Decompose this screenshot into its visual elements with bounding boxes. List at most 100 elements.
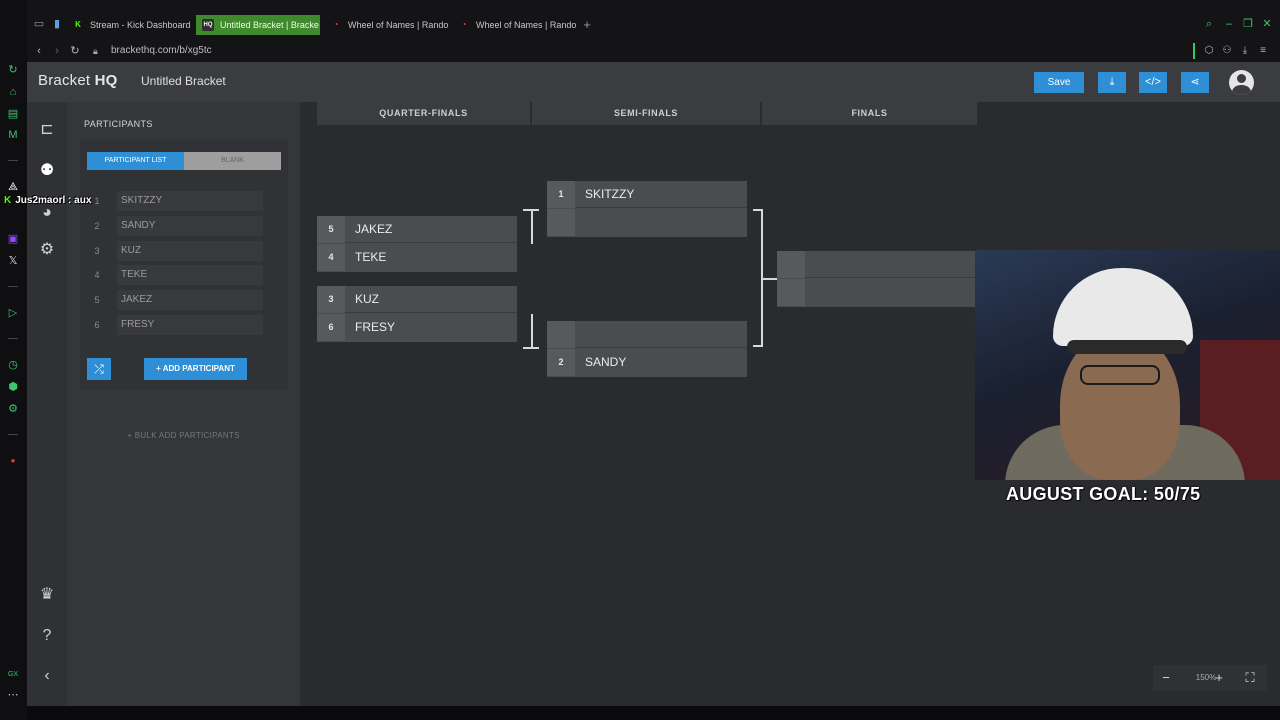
participant-name: TEKE bbox=[355, 250, 387, 264]
theme-palette-icon[interactable]: ◕ bbox=[42, 204, 52, 221]
participant-name: SKITZZY bbox=[585, 187, 635, 201]
reload-icon[interactable]: ↻ bbox=[70, 45, 80, 57]
zoom-level: 150% bbox=[1195, 673, 1217, 682]
close-icon[interactable]: ✕ bbox=[1262, 18, 1272, 30]
bulk-add-link[interactable]: + BULK ADD PARTICIPANTS bbox=[127, 431, 240, 440]
tab-label: Wheel of Names | Rando bbox=[348, 20, 448, 30]
match-slot[interactable]: 5 JAKEZ bbox=[317, 216, 517, 243]
participant-name-input[interactable]: FRESY bbox=[117, 315, 263, 335]
seed-number bbox=[777, 251, 805, 278]
zoom-out-button[interactable]: − bbox=[1162, 670, 1170, 685]
gx-m-icon[interactable]: M bbox=[8, 129, 18, 141]
help-icon[interactable]: ? bbox=[42, 627, 52, 644]
list-item: 3 KUZ bbox=[89, 241, 264, 261]
back-icon[interactable]: ‹ bbox=[37, 45, 41, 57]
participant-name-input[interactable]: KUZ bbox=[117, 241, 263, 261]
divider bbox=[8, 160, 18, 161]
participant-name-input[interactable]: SKITZZY bbox=[117, 191, 263, 211]
brand-logo[interactable]: Bracket HQ bbox=[38, 72, 118, 89]
kick-icon: K bbox=[4, 195, 12, 206]
participant-name-input[interactable]: SANDY bbox=[117, 216, 263, 236]
fullscreen-icon[interactable]: ⛶ bbox=[1245, 670, 1255, 685]
workspace-icon[interactable]: ▭ bbox=[33, 18, 45, 30]
x-twitter-icon[interactable]: 𝕏 bbox=[8, 255, 18, 267]
download-icon[interactable]: ⤓ bbox=[1242, 45, 1248, 56]
bracket-canvas[interactable]: QUARTER-FINALS SEMI-FINALS FINALS 5 JAKE… bbox=[300, 102, 1280, 706]
tab-participant-list[interactable]: PARTICIPANT LIST bbox=[87, 152, 184, 170]
save-button[interactable]: Save bbox=[1034, 72, 1084, 93]
extensions-icon[interactable]: ⬡ bbox=[1204, 45, 1214, 56]
tab-label: Untitled Bracket | Bracke bbox=[220, 20, 319, 30]
tab-label: Stream - Kick Dashboard bbox=[90, 20, 191, 30]
aria-icon[interactable]: ⟁ bbox=[8, 181, 18, 193]
collapse-icon[interactable]: ‹ bbox=[44, 667, 50, 684]
match-slot[interactable]: 3 KUZ bbox=[317, 286, 517, 313]
bracket-structure-icon[interactable]: ⊏ bbox=[40, 121, 54, 138]
match-sf-1[interactable]: 1 SKITZZY bbox=[547, 181, 747, 237]
match-slot[interactable] bbox=[547, 321, 747, 348]
embed-button[interactable]: </> bbox=[1139, 72, 1167, 93]
seed-number: 6 bbox=[317, 314, 345, 341]
search-icon[interactable]: ⌕ bbox=[1205, 18, 1213, 30]
url-field[interactable]: brackethq.com/b/xg5tc bbox=[111, 45, 212, 56]
match-slot[interactable] bbox=[547, 209, 747, 236]
participant-name-input[interactable]: JAKEZ bbox=[117, 290, 263, 310]
maximize-icon[interactable]: ❐ bbox=[1243, 18, 1253, 30]
add-participant-button[interactable]: + ADD PARTICIPANT bbox=[144, 358, 247, 380]
match-slot[interactable]: 6 FRESY bbox=[317, 314, 517, 341]
zoom-in-button[interactable]: + bbox=[1215, 670, 1223, 685]
match-slot[interactable]: 4 TEKE bbox=[317, 244, 517, 271]
menu-icon[interactable]: ≡ bbox=[1260, 45, 1266, 56]
new-tab-button[interactable]: + bbox=[583, 17, 591, 32]
tab-wheel-of-names-1[interactable]: ◔ Wheel of Names | Rando bbox=[324, 15, 448, 35]
match-slot[interactable] bbox=[777, 251, 977, 278]
profile-icon[interactable]: ⚇ bbox=[1222, 45, 1232, 56]
bracket-connector bbox=[523, 314, 533, 349]
twitch-icon[interactable]: ▣ bbox=[7, 233, 19, 245]
gx-cleaner-icon[interactable]: ▤ bbox=[7, 108, 19, 120]
tab-bracket-hq[interactable]: HQ Untitled Bracket | Bracke bbox=[196, 15, 320, 35]
settings-gear-icon[interactable]: ⚙ bbox=[39, 241, 55, 258]
settings-side-icon[interactable]: ⚙ bbox=[8, 403, 18, 415]
match-qf-1[interactable]: 5 JAKEZ 4 TEKE bbox=[317, 216, 517, 272]
history-icon[interactable]: ◷ bbox=[8, 359, 18, 371]
gx-control-icon[interactable]: ↻ bbox=[8, 64, 18, 76]
player-icon[interactable]: ▷ bbox=[8, 307, 18, 319]
download-icon: ⤓ bbox=[1109, 76, 1115, 88]
match-qf-2[interactable]: 3 KUZ 6 FRESY bbox=[317, 286, 517, 342]
seed-number: 1 bbox=[547, 181, 575, 208]
match-final[interactable] bbox=[777, 251, 977, 307]
wheel-favicon-icon: ◔ bbox=[461, 20, 467, 29]
participants-icon[interactable]: ⚉ bbox=[39, 162, 55, 179]
bracket-connector bbox=[531, 347, 539, 349]
gx-badge-icon[interactable]: GX bbox=[7, 671, 19, 678]
download-button[interactable]: ⤓ bbox=[1098, 72, 1126, 93]
match-sf-2[interactable]: 2 SANDY bbox=[547, 321, 747, 377]
gx-corner-icon[interactable]: ⌂ bbox=[9, 86, 17, 98]
extensions-side-icon[interactable]: ⬢ bbox=[8, 381, 18, 393]
ublock-icon[interactable]: ● bbox=[10, 456, 16, 465]
more-icon[interactable]: ⋯ bbox=[7, 689, 19, 701]
code-icon: </> bbox=[1145, 76, 1161, 88]
match-slot[interactable] bbox=[777, 279, 977, 306]
hat-brim bbox=[1067, 340, 1187, 354]
list-item: 5 JAKEZ bbox=[89, 290, 264, 310]
tab-island-icon[interactable]: ▮ bbox=[53, 18, 61, 30]
participants-panel: PARTICIPANTS PARTICIPANT LIST BLANK 1 SK… bbox=[67, 102, 300, 706]
share-button[interactable]: ⋖ bbox=[1181, 72, 1209, 93]
participant-name: JAKEZ bbox=[355, 222, 393, 236]
tab-wheel-of-names-2[interactable]: ◔ Wheel of Names | Rando bbox=[452, 15, 576, 35]
round-header-semi-finals: SEMI-FINALS bbox=[532, 102, 760, 125]
crown-icon[interactable]: ♛ bbox=[39, 586, 55, 603]
minimize-icon[interactable]: – bbox=[1225, 18, 1233, 30]
shuffle-button[interactable]: ⤮ bbox=[87, 358, 111, 380]
forward-icon[interactable]: › bbox=[55, 45, 59, 57]
bracket-title[interactable]: Untitled Bracket bbox=[141, 74, 226, 88]
divider bbox=[8, 338, 18, 339]
tab-blank[interactable]: BLANK bbox=[184, 152, 281, 170]
user-avatar[interactable] bbox=[1229, 70, 1254, 95]
match-slot[interactable]: 1 SKITZZY bbox=[547, 181, 747, 208]
tab-kick-dashboard[interactable]: K Stream - Kick Dashboard bbox=[66, 15, 192, 35]
participant-name-input[interactable]: TEKE bbox=[117, 265, 263, 285]
match-slot[interactable]: 2 SANDY bbox=[547, 349, 747, 376]
